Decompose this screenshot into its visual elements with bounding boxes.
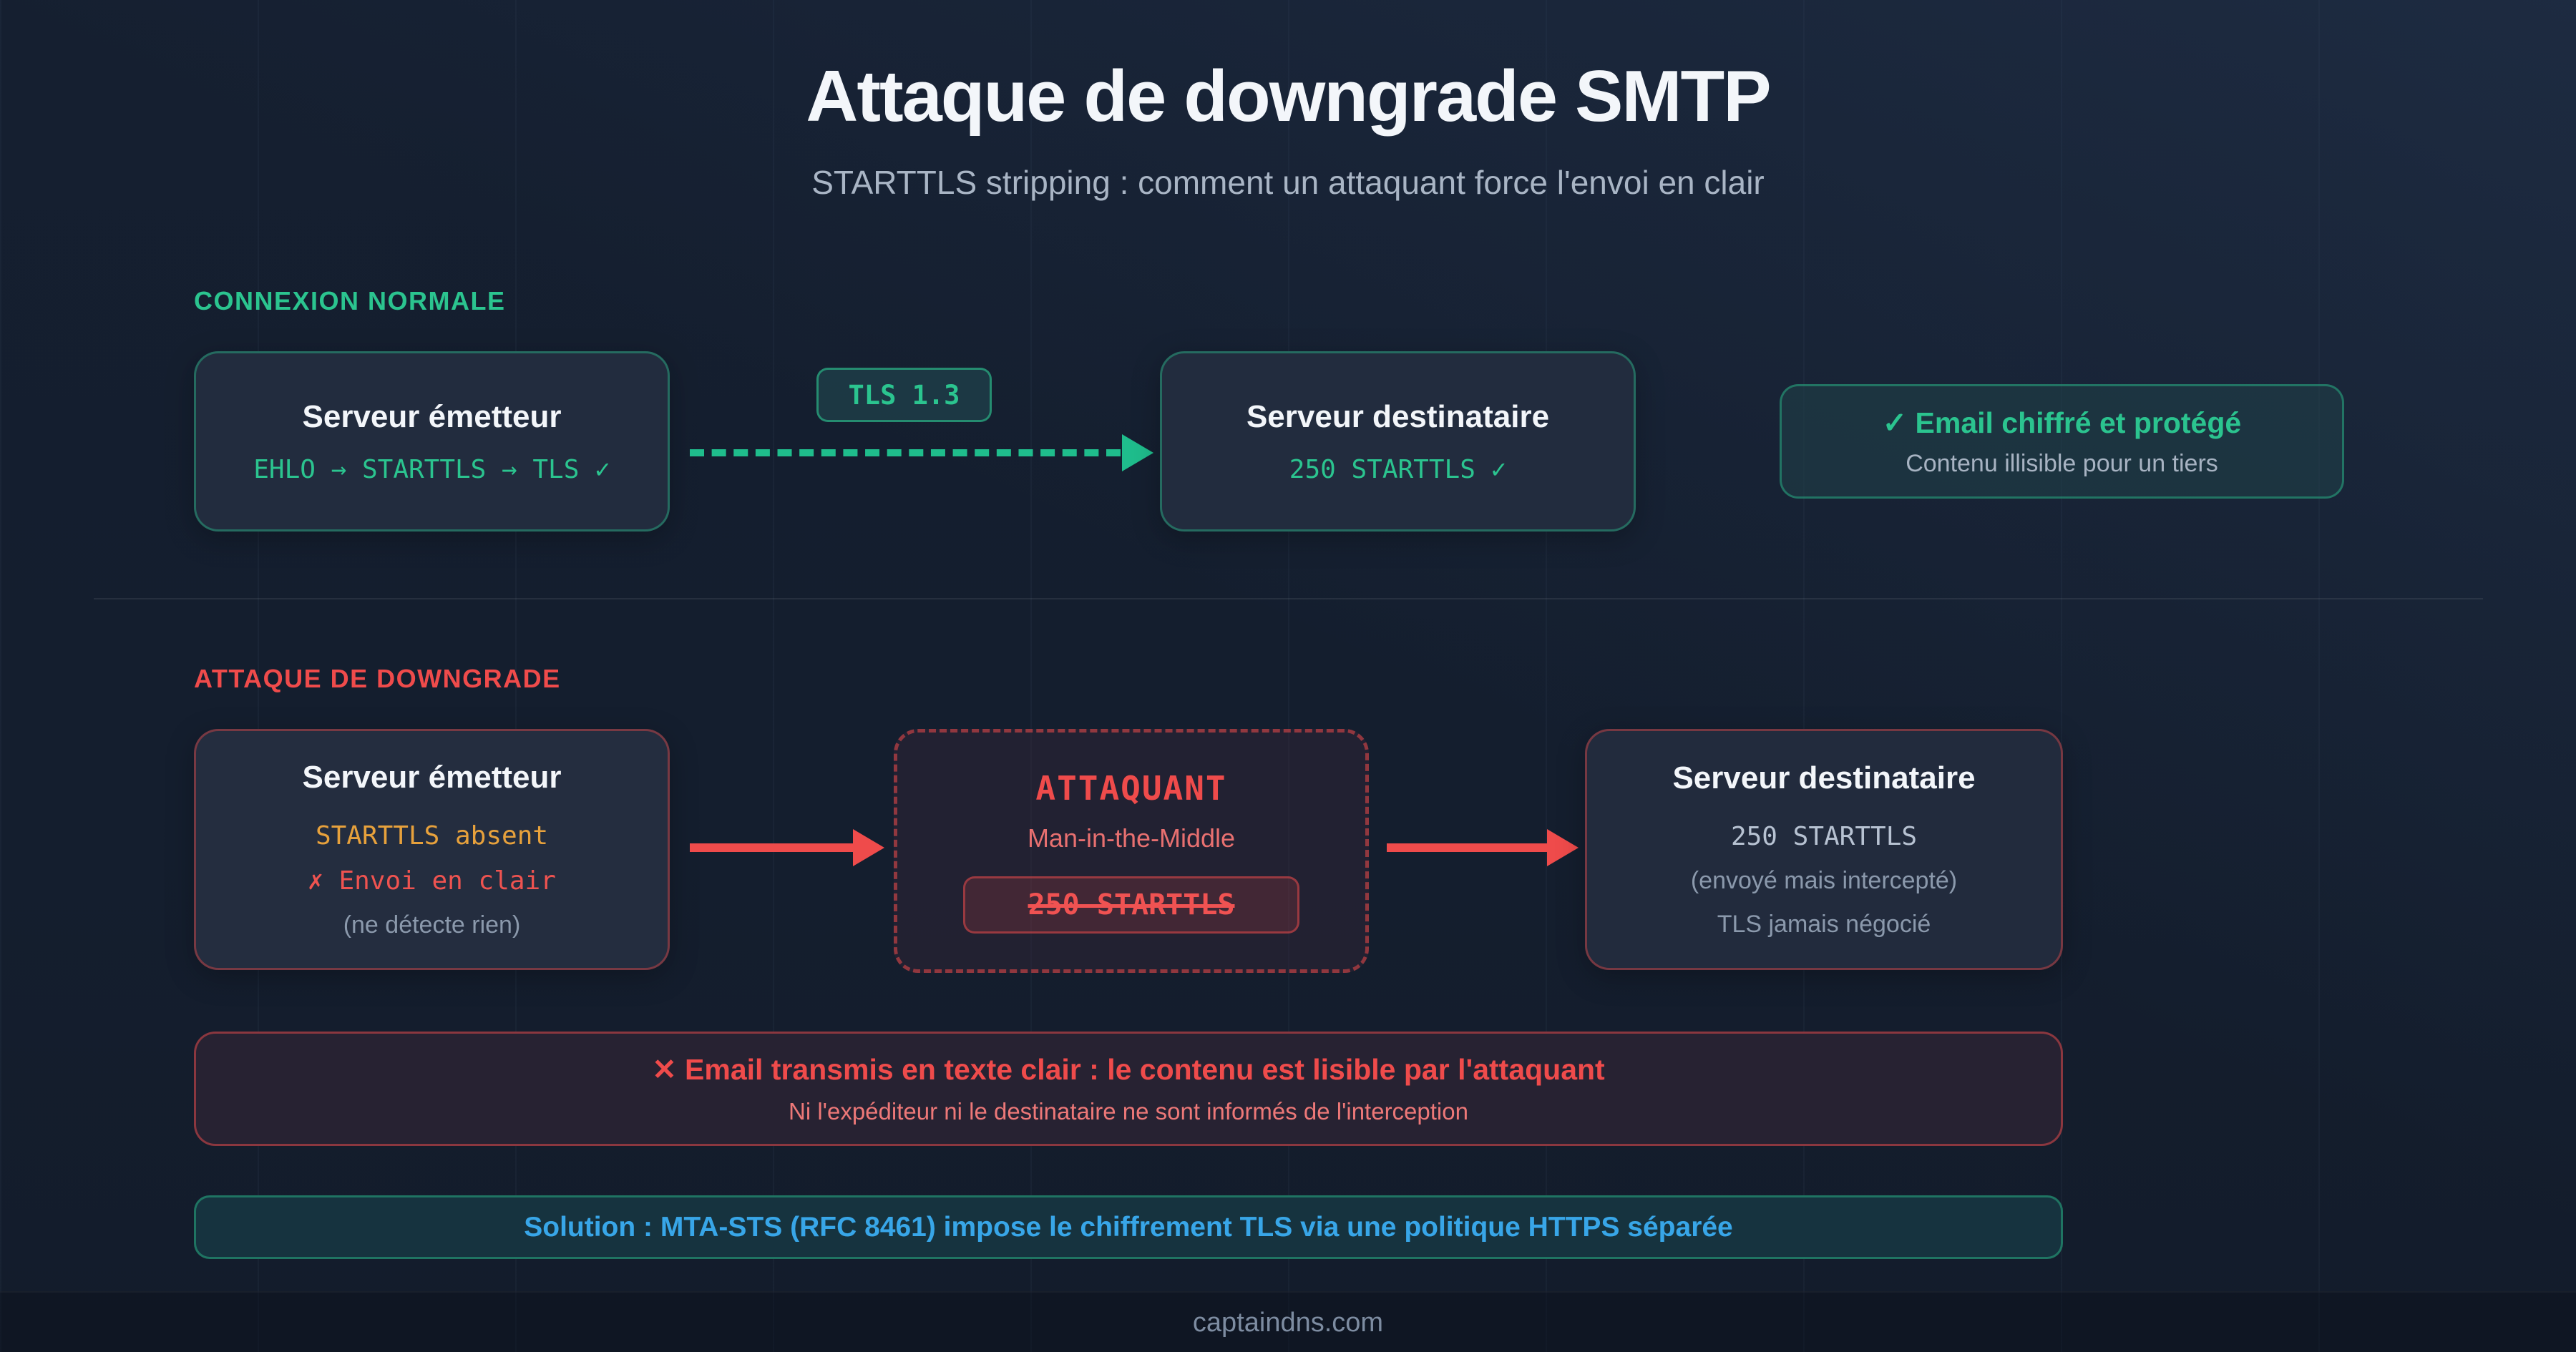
- attack-sender-box: Serveur émetteur STARTTLS absent ✗ Envoi…: [194, 729, 670, 970]
- attack-flow-arrow-right: [1387, 829, 1579, 866]
- attack-sender-cleartext-text: ✗ Envoi en clair: [308, 866, 556, 896]
- normal-receiver-response-text: 250 STARTTLS ✓: [1289, 454, 1507, 484]
- attack-receiver-response-text: 250 STARTTLS: [1730, 822, 1918, 851]
- encrypted-flow-arrowhead-icon: [1122, 434, 1153, 471]
- attacker-box: ATTAQUANT Man-in-the-Middle 250 STARTTLS: [894, 729, 1369, 973]
- attack-flow-arrow-left-arrowhead-icon: [853, 829, 884, 866]
- solution-text: Solution : MTA-STS (RFC 8461) impose le …: [524, 1211, 1733, 1243]
- normal-receiver-title: Serveur destinataire: [1246, 398, 1550, 434]
- footer: captaindns.com: [0, 1291, 2576, 1352]
- attack-receiver-title: Serveur destinataire: [1672, 760, 1976, 795]
- mta-sts-solution-banner: Solution : MTA-STS (RFC 8461) impose le …: [194, 1195, 2063, 1259]
- footer-domain-text: captaindns.com: [1192, 1308, 1384, 1338]
- warning-subtitle: Ni l'expéditeur ni le destinataire ne so…: [789, 1098, 1468, 1125]
- attacker-subtitle: Man-in-the-Middle: [1027, 823, 1236, 853]
- normal-sender-handshake-text: EHLO → STARTTLS → TLS ✓: [253, 454, 610, 484]
- cleartext-warning-banner: ✕ Email transmis en texte clair : le con…: [194, 1032, 2063, 1146]
- attack-receiver-box: Serveur destinataire 250 STARTTLS (envoy…: [1585, 729, 2063, 970]
- normal-result-title: ✓ Email chiffré et protégé: [1882, 406, 2242, 439]
- attack-receiver-intercepted-text: (envoyé mais intercepté): [1690, 867, 1958, 894]
- attack-sender-title: Serveur émetteur: [302, 760, 562, 795]
- attack-flow-arrow-right-arrowhead-icon: [1547, 829, 1579, 866]
- page-title: Attaque de downgrade SMTP: [806, 57, 1771, 137]
- attack-flow-arrow-right-line: [1387, 843, 1550, 852]
- normal-receiver-box: Serveur destinataire 250 STARTTLS ✓: [1160, 351, 1636, 532]
- section-divider: [94, 598, 2483, 599]
- attack-sender-note-text: (ne détecte rien): [343, 911, 521, 939]
- encrypted-flow-arrow-line: [690, 449, 1121, 456]
- normal-result-box: ✓ Email chiffré et protégé Contenu illis…: [1780, 384, 2344, 499]
- normal-section-label: CONNEXION NORMALE: [194, 286, 506, 315]
- warning-title: ✕ Email transmis en texte clair : le con…: [652, 1053, 1605, 1086]
- normal-sender-box: Serveur émetteur EHLO → STARTTLS → TLS ✓: [194, 351, 670, 532]
- page-subtitle: STARTTLS stripping : comment un attaquan…: [811, 164, 1765, 201]
- attack-flow-arrow-left: [690, 829, 884, 866]
- tls-version-badge: TLS 1.3: [816, 368, 992, 422]
- normal-sender-title: Serveur émetteur: [302, 398, 562, 434]
- encrypted-flow-arrow: [690, 434, 1153, 471]
- attack-receiver-no-tls-text: TLS jamais négocié: [1717, 911, 1931, 938]
- normal-result-subtitle: Contenu illisible pour un tiers: [1906, 449, 2218, 477]
- attack-sender-starttls-absent-text: STARTTLS absent: [315, 821, 549, 851]
- attack-section-label: ATTAQUE DE DOWNGRADE: [194, 664, 561, 693]
- stripped-starttls-badge: 250 STARTTLS: [962, 876, 1300, 934]
- attacker-title: ATTAQUANT: [1035, 768, 1227, 808]
- attack-flow-arrow-left-line: [690, 843, 856, 852]
